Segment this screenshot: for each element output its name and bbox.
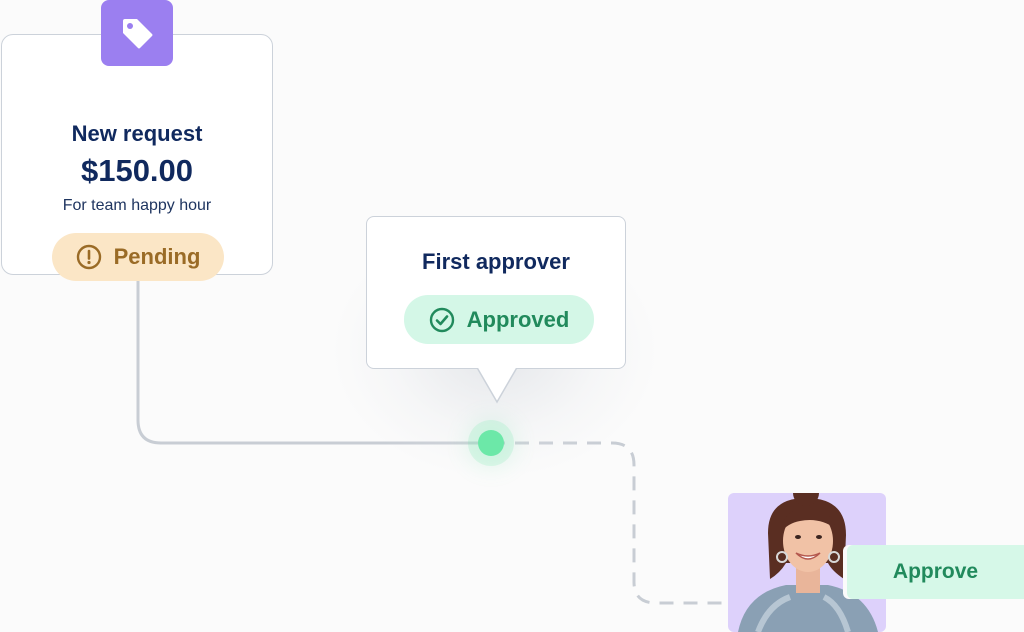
pending-status-badge: Pending [52,233,224,281]
request-title: New request [71,121,203,146]
approver-avatar [728,493,886,632]
approver-card: First approver Approved [366,216,626,369]
approver-card-pointer [477,366,519,404]
approver-title: First approver [422,249,570,274]
tag-icon [101,0,173,66]
approved-status-badge: Approved [404,295,594,344]
alert-circle-icon [76,244,101,270]
pending-connector [491,441,728,605]
request-card: New request $150.00 For team happy hour … [1,34,273,281]
completed-connector [136,275,491,445]
check-circle-icon [429,307,454,332]
request-description: For team happy hour [62,197,212,214]
approve-button[interactable]: Approve [847,545,1024,599]
avatar-portrait [738,493,878,632]
approved-status-label: Approved [466,306,570,332]
request-amount: $150.00 [80,153,194,188]
current-step-node [478,430,504,456]
pending-status-label: Pending [113,244,201,269]
